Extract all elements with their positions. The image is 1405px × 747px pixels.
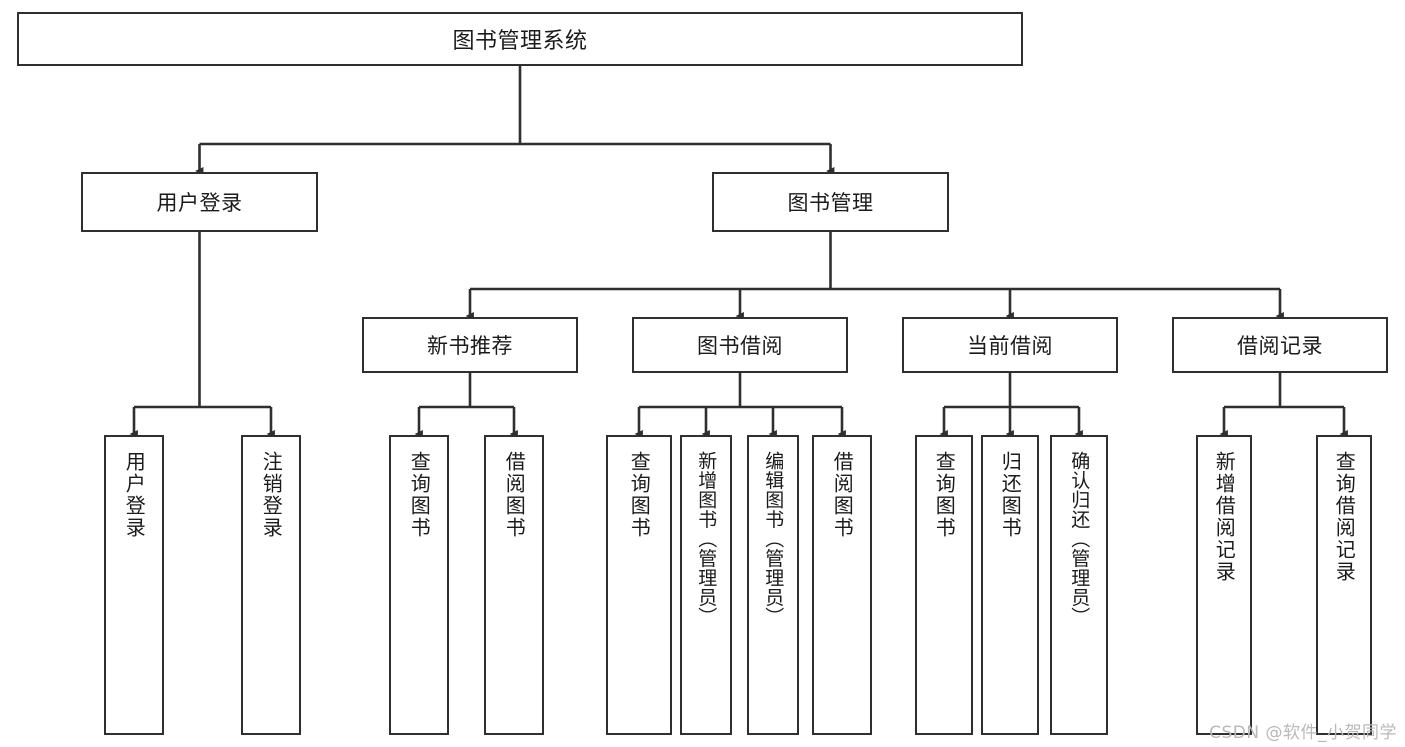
node-new-book-recommend-label: 新书推荐: [427, 334, 513, 358]
leaf-borrow-add-book-label: 新增图书（管理员）: [695, 451, 718, 627]
leaf-recommend-borrow-book[interactable]: 借阅图书: [484, 435, 544, 735]
leaf-recommend-query-book-label: 查询图书: [407, 451, 432, 539]
leaf-borrow-edit-book[interactable]: 编辑图书（管理员）: [747, 435, 799, 735]
leaf-record-query[interactable]: 查询借阅记录: [1316, 435, 1372, 735]
node-current-borrow-label: 当前借阅: [967, 334, 1053, 358]
node-new-book-recommend[interactable]: 新书推荐: [362, 317, 578, 373]
leaf-recommend-query-book[interactable]: 查询图书: [389, 435, 449, 735]
node-book-borrow[interactable]: 图书借阅: [632, 317, 848, 373]
leaf-record-add-label: 新增借阅记录: [1212, 451, 1237, 583]
leaf-borrow-query-book-label: 查询图书: [627, 451, 652, 539]
node-root-label: 图书管理系统: [452, 29, 588, 54]
node-borrow-record-label: 借阅记录: [1237, 334, 1323, 358]
leaf-borrow-add-book[interactable]: 新增图书（管理员）: [680, 435, 732, 735]
leaf-record-query-label: 查询借阅记录: [1332, 451, 1357, 583]
node-user-login-label: 用户登录: [156, 191, 243, 215]
leaf-current-return-book-label: 归还图书: [998, 451, 1023, 539]
leaf-user-login[interactable]: 用户登录: [104, 435, 164, 735]
node-current-borrow[interactable]: 当前借阅: [902, 317, 1118, 373]
leaf-borrow-borrow-book-label: 借阅图书: [830, 451, 855, 539]
leaf-borrow-borrow-book[interactable]: 借阅图书: [812, 435, 872, 735]
leaf-recommend-borrow-book-label: 借阅图书: [502, 451, 527, 539]
node-book-manage-label: 图书管理: [787, 191, 874, 215]
leaf-current-confirm-return-label: 确认归还（管理员）: [1068, 451, 1091, 627]
node-root[interactable]: 图书管理系统: [17, 12, 1023, 66]
leaf-current-query-book[interactable]: 查询图书: [915, 435, 973, 735]
node-book-manage[interactable]: 图书管理: [712, 172, 949, 232]
leaf-record-add[interactable]: 新增借阅记录: [1196, 435, 1252, 735]
leaf-borrow-query-book[interactable]: 查询图书: [606, 435, 672, 735]
leaf-user-logout[interactable]: 注销登录: [241, 435, 301, 735]
leaf-current-return-book[interactable]: 归还图书: [981, 435, 1039, 735]
leaf-borrow-edit-book-label: 编辑图书（管理员）: [762, 451, 785, 627]
leaf-user-logout-label: 注销登录: [259, 451, 284, 539]
node-borrow-record[interactable]: 借阅记录: [1172, 317, 1388, 373]
leaf-current-query-book-label: 查询图书: [932, 451, 957, 539]
leaf-current-confirm-return[interactable]: 确认归还（管理员）: [1050, 435, 1108, 735]
leaf-user-login-label: 用户登录: [122, 451, 147, 539]
watermark-text: CSDN @软件_小贺同学: [1209, 723, 1397, 743]
node-book-borrow-label: 图书借阅: [697, 334, 783, 358]
node-user-login[interactable]: 用户登录: [81, 172, 318, 232]
